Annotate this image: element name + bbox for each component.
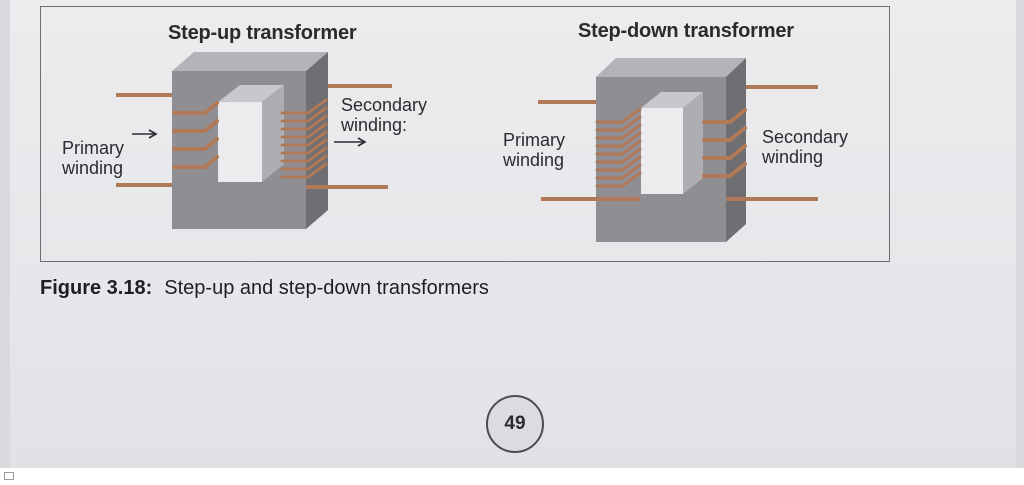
figure-frame: [40, 6, 890, 262]
figure-caption: Figure 3.18: Step-up and step-down transf…: [40, 277, 489, 300]
page-number-badge: 49: [486, 395, 544, 453]
stepdown-title: Step-down transformer: [578, 20, 794, 42]
scanner-watermark-icon: [4, 472, 14, 480]
stepdown-secondary-label: Secondary winding: [762, 127, 849, 167]
stepdown-primary-label: Primary winding: [503, 130, 565, 170]
figure-number: Figure 3.18:: [40, 277, 153, 299]
page-number: 49: [504, 413, 526, 434]
stepup-primary-label: Primary winding: [62, 138, 124, 178]
figure-caption-text: Step-up and step-down transformers: [164, 277, 489, 299]
scan-bottom-strip: [0, 468, 1024, 485]
stepup-title: Step-up transformer: [168, 22, 357, 44]
stepup-secondary-label: Secondary winding:: [341, 95, 428, 135]
